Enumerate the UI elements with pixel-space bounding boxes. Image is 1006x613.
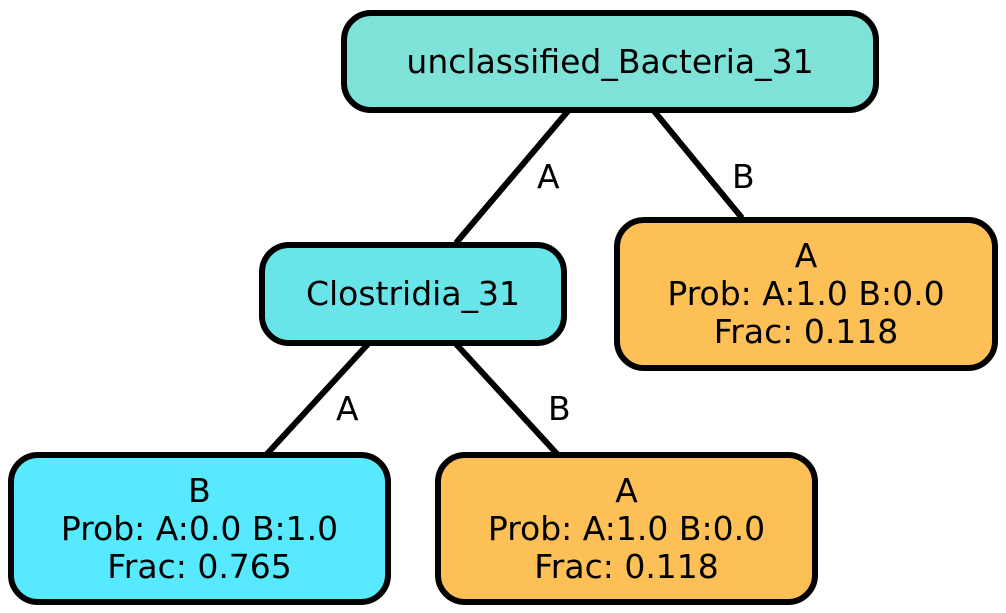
- clostridia-node: Clostridia_31: [259, 242, 567, 346]
- leaf-right-frac: Frac: 0.118: [713, 312, 899, 351]
- leaf-right-class: A: [794, 236, 818, 275]
- edge-root-to-clostridia: [453, 109, 571, 245]
- leaf-mid-class: A: [615, 470, 638, 510]
- leaf-mid-frac: Frac: 0.118: [534, 546, 719, 586]
- edge-label-root-to-clostridia: A: [537, 157, 560, 196]
- root-node-label: unclassified_Bacteria_31: [406, 41, 814, 81]
- clostridia-node-label: Clostridia_31: [305, 274, 521, 313]
- edge-clostridia-to-leaf-mid: [453, 341, 561, 458]
- edge-root-to-leaf-right: [651, 109, 745, 220]
- edge-clostridia-to-leaf-left: [263, 341, 371, 458]
- leaf-mid-prob: Prob: A:1.0 B:0.0: [487, 508, 766, 548]
- edge-label-clostridia-to-leaf-mid: B: [548, 389, 571, 428]
- leaf-left-prob: Prob: A:0.0 B:1.0: [60, 508, 339, 548]
- root-node: unclassified_Bacteria_31: [341, 10, 879, 113]
- leaf-node-left: B Prob: A:0.0 B:1.0 Frac: 0.765: [8, 452, 391, 605]
- edge-label-root-to-leaf-right: B: [732, 157, 755, 196]
- leaf-node-mid: A Prob: A:1.0 B:0.0 Frac: 0.118: [435, 452, 818, 605]
- leaf-node-right: A Prob: A:1.0 B:0.0 Frac: 0.118: [614, 217, 998, 371]
- leaf-right-prob: Prob: A:1.0 B:0.0: [667, 274, 945, 313]
- leaf-left-class: B: [188, 470, 211, 510]
- edge-label-clostridia-to-leaf-left: A: [336, 389, 359, 428]
- leaf-left-frac: Frac: 0.765: [107, 546, 292, 586]
